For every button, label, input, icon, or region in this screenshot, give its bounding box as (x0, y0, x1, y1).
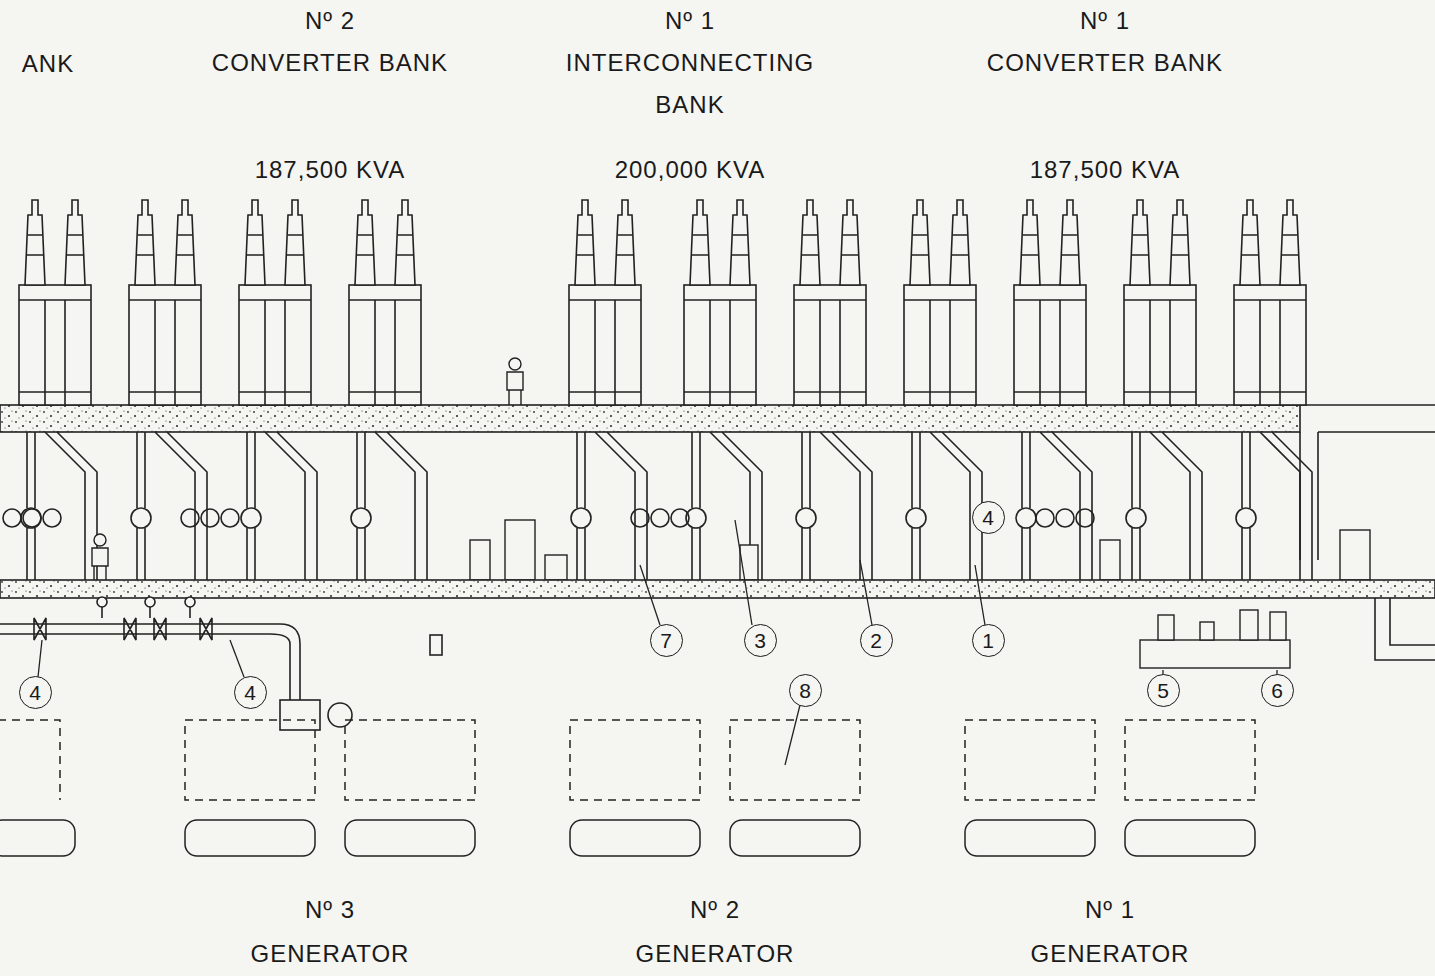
transformer (794, 200, 872, 580)
callout-circle: 8 (789, 674, 822, 707)
generator-label: Nº 2 GENERATOR (636, 888, 795, 976)
pump-set (1140, 610, 1290, 668)
callout-number: 2 (870, 630, 882, 651)
transformer (19, 200, 97, 580)
main-floor (0, 580, 1435, 598)
piping (0, 597, 442, 730)
callout-number: 8 (799, 680, 811, 701)
callout-circle: 2 (860, 624, 893, 657)
cable-ends (631, 509, 689, 527)
callout-circle: 4 (19, 676, 52, 709)
cable-ends (3, 509, 61, 527)
callout-circle: 5 (1147, 674, 1180, 707)
transformer (239, 200, 317, 580)
callout-circle: 6 (1261, 674, 1294, 707)
transformer (349, 200, 427, 580)
generator-outline (0, 720, 1255, 856)
callout-circle: 7 (650, 624, 683, 657)
callout-number: 4 (244, 682, 256, 703)
bank-label: Nº 1 INTERCONNECTING BANK (566, 0, 814, 126)
transformer (1124, 200, 1202, 580)
bank-label: Nº 1 CONVERTER BANK (987, 0, 1223, 84)
floor-step (1375, 598, 1435, 660)
bank-label: 187,500 KVA (255, 149, 406, 191)
floor-equipment (470, 520, 1370, 580)
callout-circle: 1 (972, 624, 1005, 657)
transformer (684, 200, 762, 580)
callout-number: 1 (982, 630, 994, 651)
transformer (904, 200, 982, 580)
callout-number: 3 (754, 630, 766, 651)
callout-number: 7 (660, 630, 672, 651)
leader-line (38, 520, 1277, 765)
callout-circle: 4 (234, 676, 267, 709)
callout-number: 6 (1271, 680, 1283, 701)
generator-label: Nº 1 GENERATOR (1031, 888, 1190, 976)
bank-label: 200,000 KVA (615, 149, 766, 191)
generator-label: Nº 3 GENERATOR (251, 888, 410, 976)
bank-label: ANK (22, 43, 74, 85)
callout-circle: 4 (972, 501, 1005, 534)
transformer (569, 200, 647, 580)
person-figure (92, 358, 523, 580)
transformer (1234, 200, 1312, 580)
bank-label: 187,500 KVA (1030, 149, 1181, 191)
bank-label: Nº 2 CONVERTER BANK (212, 0, 448, 84)
callout-number: 4 (29, 682, 41, 703)
callout-number: 5 (1157, 680, 1169, 701)
callout-circle: 3 (744, 624, 777, 657)
cable-ends (1036, 509, 1094, 527)
upper-slab (0, 405, 1300, 432)
transformer (129, 200, 207, 580)
callout-number: 4 (982, 507, 994, 528)
cable-ends (181, 509, 239, 527)
